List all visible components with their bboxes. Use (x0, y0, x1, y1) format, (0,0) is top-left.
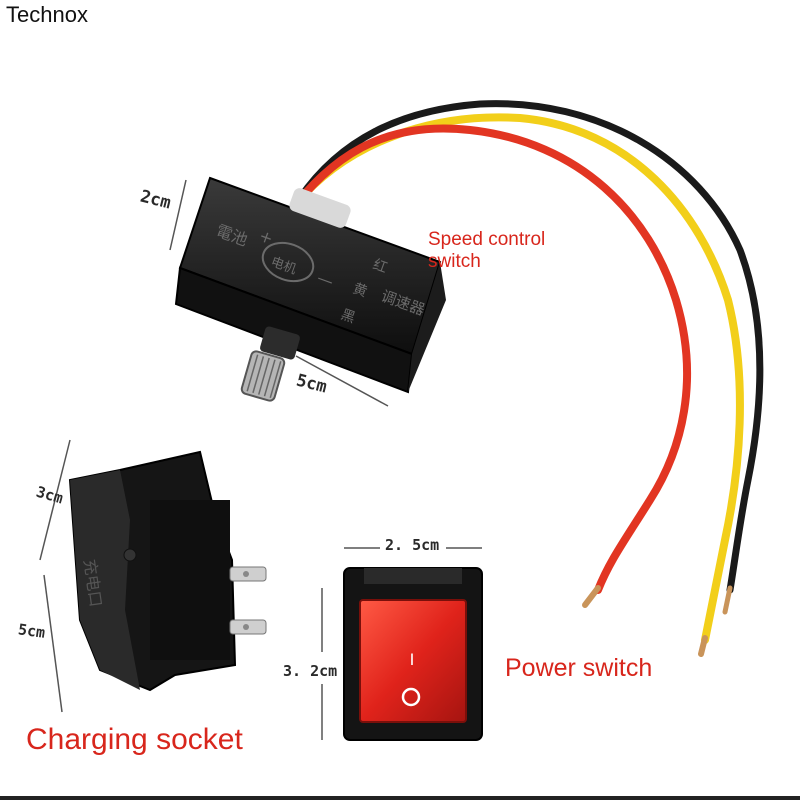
label-power-switch: Power switch (505, 654, 653, 682)
power-switch: I (343, 567, 483, 741)
controller-mark-yellow: 黄 (351, 280, 370, 301)
brand-watermark: Technox (6, 2, 88, 27)
dim-socket-length: 5cm (16, 620, 47, 642)
switch-rocker (359, 599, 467, 723)
socket-dimension-guides (39, 439, 71, 713)
rocker-on-symbol: I (410, 650, 415, 669)
socket-screw (123, 548, 137, 562)
switch-dimension-guides (321, 547, 482, 740)
dim-switch-height: 3. 2cm (283, 662, 338, 680)
charging-socket: 充电口 (68, 450, 267, 692)
wire-red (286, 124, 692, 594)
label-speed-control: Speed control switch (428, 229, 546, 272)
wire-harness (286, 100, 764, 657)
controller-end-face (408, 262, 446, 392)
bottom-border (0, 796, 800, 800)
socket-side (150, 500, 230, 660)
controller-knob-base (260, 326, 300, 360)
motor-circle (261, 241, 315, 283)
rocker-off-symbol (401, 687, 421, 707)
wire-tip-black (722, 585, 733, 615)
controller-mark-red: 红 (371, 257, 390, 277)
controller-mark-black: 黑 (339, 307, 358, 327)
switch-housing-top (364, 568, 462, 584)
socket-cover (70, 470, 140, 690)
dim-switch-width: 2. 5cm (385, 536, 440, 554)
speed-controller: 電池 电机 + — 红 黄 黑 调速器 (174, 176, 446, 402)
label-charging-socket: Charging socket (26, 723, 243, 756)
wire-tip-yellow (698, 635, 708, 657)
wire-yellow (291, 113, 744, 644)
controller-wire-outlet (289, 188, 351, 228)
speed-dimension-guides (169, 179, 389, 407)
wire-tip-red (582, 585, 601, 608)
controller-mark-minus: — (315, 268, 337, 291)
controller-mark-plus: + (257, 226, 276, 248)
wire-black (296, 100, 764, 594)
